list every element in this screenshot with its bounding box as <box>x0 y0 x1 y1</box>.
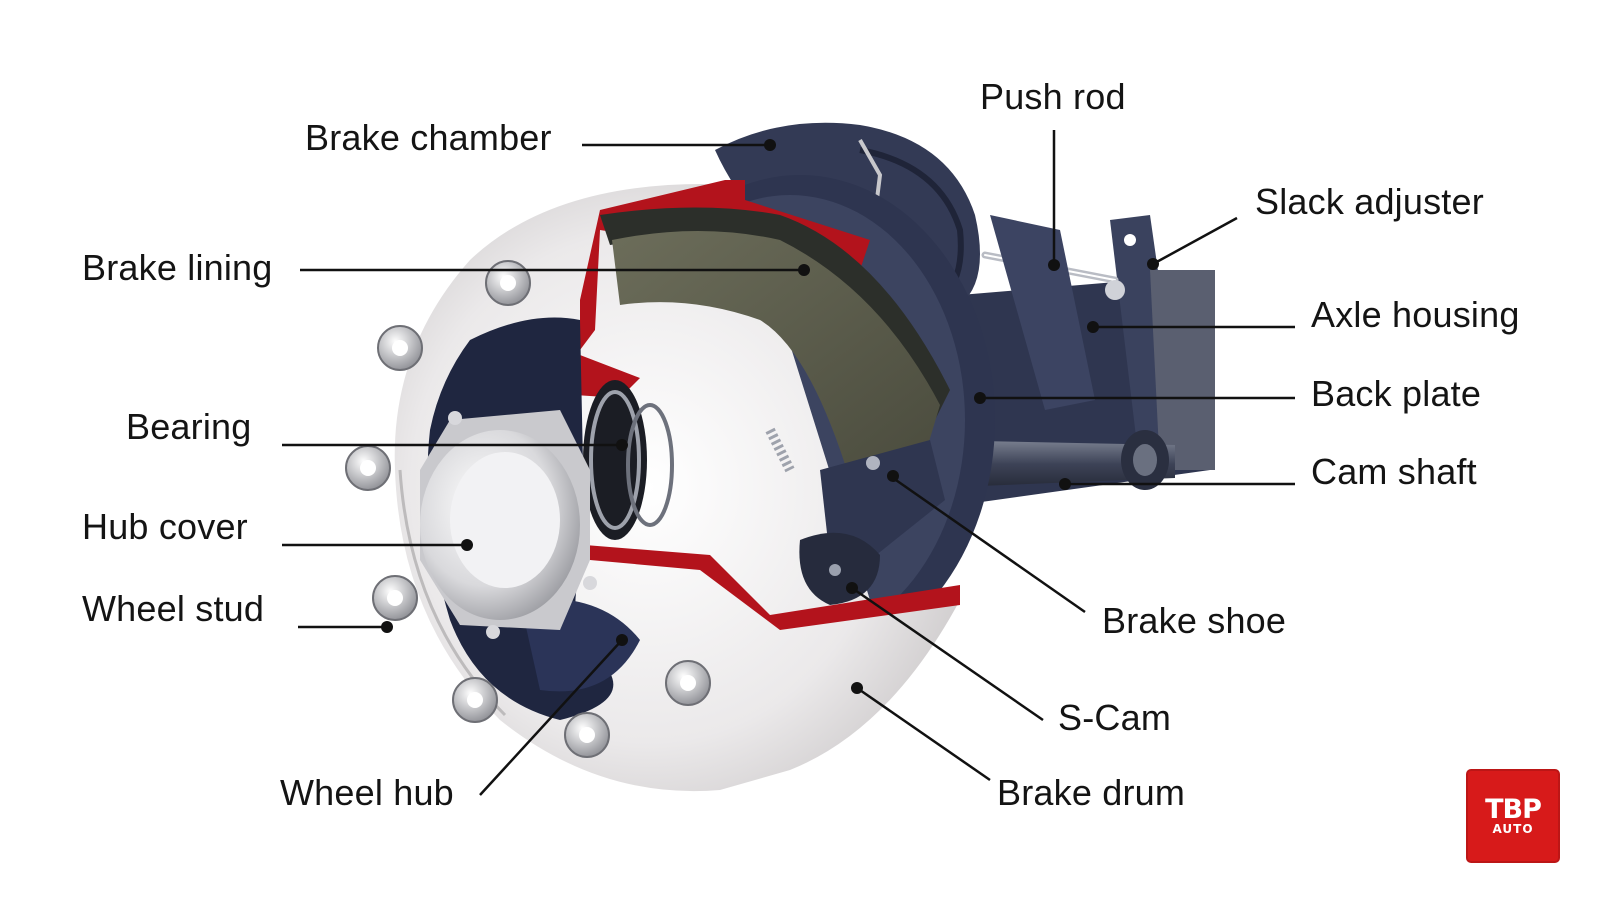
label-back-plate: Back plate <box>1311 373 1482 414</box>
hub-cover <box>420 410 597 639</box>
leader-slack-adjuster <box>1152 216 1238 266</box>
leader-dots <box>381 139 1159 694</box>
label-axle-housing: Axle housing <box>1311 294 1520 335</box>
label-brake-drum: Brake drum <box>997 772 1186 813</box>
label-wheel-stud: Wheel stud <box>82 588 265 629</box>
wheel-stud <box>564 712 610 758</box>
logo-text: TBP <box>1485 794 1542 825</box>
slack-adjuster <box>990 215 1125 410</box>
wheel-stud <box>372 575 418 621</box>
label-cam-shaft: Cam shaft <box>1311 451 1477 492</box>
brake-lining <box>600 207 950 480</box>
leader-s-cam <box>851 586 1044 722</box>
wheel-stud <box>452 677 498 723</box>
wheel-stud <box>377 325 423 371</box>
leader-brake-shoe <box>892 476 1086 614</box>
label-hub-cover: Hub cover <box>82 506 248 547</box>
s-cam <box>799 532 880 605</box>
label-push-rod: Push rod <box>980 76 1126 117</box>
wheel-studs <box>345 260 711 758</box>
wheel-stud <box>485 260 531 306</box>
label-slack-adjuster: Slack adjuster <box>1255 181 1484 222</box>
brake-shoe <box>820 440 945 560</box>
bearing <box>583 380 795 540</box>
label-brake-lining: Brake lining <box>82 247 273 288</box>
leader-brake-drum <box>856 686 991 782</box>
wheel-stud <box>345 445 391 491</box>
label-brake-chamber: Brake chamber <box>305 117 552 158</box>
label-s-cam: S-Cam <box>1058 697 1172 738</box>
brand-logo: TBP AUTO <box>1466 769 1560 863</box>
leader-wheel-hub <box>479 639 623 796</box>
wheel-stud <box>665 660 711 706</box>
logo-subtext: AUTO <box>1492 822 1534 836</box>
leader-lines <box>282 130 1295 796</box>
label-brake-shoe: Brake shoe <box>1102 600 1287 641</box>
label-bearing: Bearing <box>126 406 252 447</box>
label-wheel-hub: Wheel hub <box>280 772 454 813</box>
